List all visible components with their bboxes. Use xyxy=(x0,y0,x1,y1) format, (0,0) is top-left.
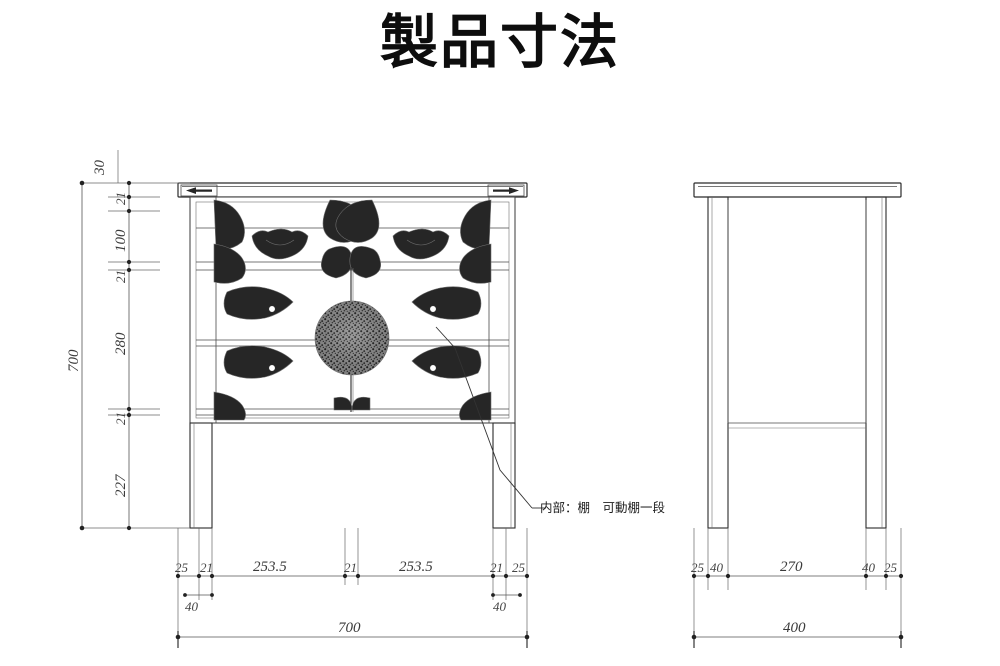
door-hardware-upper-left xyxy=(223,286,294,320)
dim-side-h-1: 40 xyxy=(710,560,724,575)
dim-vertical-6: 227 xyxy=(113,473,129,497)
dim-side-h-2: 270 xyxy=(780,559,803,575)
side-top-slab xyxy=(693,182,902,198)
drawer-pull-right xyxy=(392,228,450,260)
vertical-dimension-chain: 30 21 100 21 280 21 227 700 xyxy=(66,150,190,531)
cabinet-top-slab xyxy=(177,182,528,198)
door-hardware-lower-right xyxy=(411,345,482,379)
door-hardware-upper-right xyxy=(411,286,482,320)
front-horizontal-dimension-chain: 25 21 253.5 21 253.5 21 25 40 40 700 xyxy=(175,528,530,648)
dim-front-total: 700 xyxy=(338,620,361,636)
dim-vertical-total: 700 xyxy=(66,349,82,372)
dim-vertical-1: 21 xyxy=(113,192,128,205)
dim-side-h-4: 25 xyxy=(884,560,898,575)
interior-note-leader xyxy=(435,326,546,509)
dim-side-total: 400 xyxy=(783,620,806,636)
dim-vertical-0: 30 xyxy=(92,160,108,177)
upper-drawer-ornaments xyxy=(213,199,492,284)
front-legs xyxy=(189,422,516,529)
side-leg-left xyxy=(707,196,729,529)
dim-side-h-0: 25 xyxy=(691,560,705,575)
dim-front-h-4: 253.5 xyxy=(399,559,433,575)
dim-side-h-3: 40 xyxy=(862,560,876,575)
door-hardware-lower-left xyxy=(223,345,294,379)
dim-front-h-6: 25 xyxy=(512,560,526,575)
dim-vertical-5: 21 xyxy=(113,412,128,425)
side-leg-right xyxy=(865,196,887,529)
cabinet-doors xyxy=(213,268,492,421)
dim-vertical-2: 100 xyxy=(113,229,129,252)
dim-front-h-2: 253.5 xyxy=(253,559,287,575)
dim-front-sub-left: 40 xyxy=(185,599,199,614)
drawer-pull-left xyxy=(251,228,309,260)
dim-front-h-0: 25 xyxy=(175,560,189,575)
dim-front-h-3: 21 xyxy=(344,560,357,575)
side-horizontal-dimension-chain: 25 40 270 40 25 400 xyxy=(691,528,904,648)
dim-front-sub-right: 40 xyxy=(493,599,507,614)
front-elevation-view: 内部：棚 可動棚一段 xyxy=(177,182,665,529)
side-elevation-view xyxy=(693,182,902,529)
center-medallion-lockplate xyxy=(314,300,390,376)
page-title: 製品寸法 xyxy=(379,8,620,76)
dim-vertical-3: 21 xyxy=(113,270,128,283)
interior-note-text: 内部：棚 可動棚一段 xyxy=(540,500,665,515)
dim-front-h-1: 21 xyxy=(200,560,213,575)
dim-front-h-5: 21 xyxy=(490,560,503,575)
dim-vertical-4: 280 xyxy=(113,332,129,355)
